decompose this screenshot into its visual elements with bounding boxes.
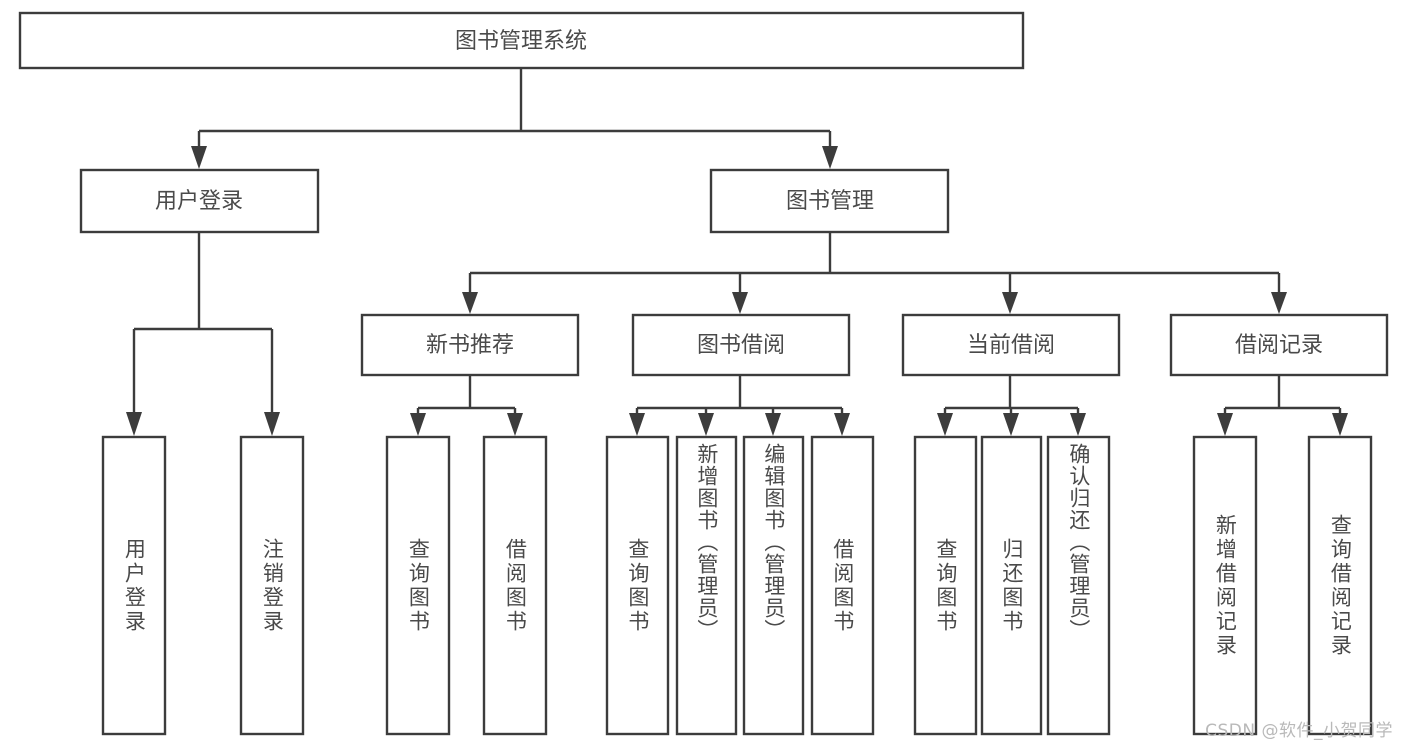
- arrow-head-cb-leaf2: [1003, 413, 1019, 436]
- node-borrow-record-label: 借阅记录: [1235, 333, 1323, 358]
- node-user-login[interactable]: 用户登录: [79, 168, 320, 234]
- connector-group-current-borrow: [937, 375, 1086, 436]
- arrow-head-cb-leaf3: [1070, 413, 1086, 436]
- leaf-box-cb-confirm-return[interactable]: [1046, 435, 1111, 736]
- arrow-head-cb-leaf1: [937, 413, 953, 436]
- leaf-box-bb-add-book[interactable]: [675, 435, 738, 736]
- node-borrow-record-box[interactable]: [1169, 313, 1389, 377]
- arrow-head-user-login: [191, 146, 207, 169]
- arrow-head-br-leaf2: [1332, 413, 1348, 436]
- arrow-head-nb-leaf1: [410, 413, 426, 436]
- connector-group-book-manage: [462, 232, 1287, 314]
- leaf-box-nb-query-book[interactable]: [385, 435, 451, 736]
- leaf-box-user-login[interactable]: [101, 435, 167, 736]
- node-book-borrow[interactable]: 图书借阅: [631, 313, 851, 377]
- arrow-head-bb-leaf4: [834, 413, 850, 436]
- node-book-manage[interactable]: 图书管理: [709, 168, 950, 234]
- leaf-box-br-query-record[interactable]: [1307, 435, 1373, 736]
- arrow-head-new-book: [462, 292, 478, 314]
- leaf-box-br-add-record[interactable]: [1192, 435, 1258, 736]
- node-book-borrow-label: 图书借阅: [697, 333, 785, 358]
- arrow-head-current-borrow: [1002, 292, 1018, 314]
- leaf-box-cb-return-book[interactable]: [980, 435, 1043, 736]
- arrow-head-bb-leaf3: [765, 413, 781, 436]
- arrow-head-book-manage: [822, 146, 838, 169]
- node-current-borrow-box[interactable]: [901, 313, 1121, 377]
- leaf-box-logout[interactable]: [239, 435, 305, 736]
- arrow-head-leaf-user-login: [126, 412, 142, 436]
- node-new-book-recommend[interactable]: 新书推荐: [360, 313, 580, 377]
- arrow-head-leaf-logout: [264, 412, 280, 436]
- node-root-system-label: 图书管理系统: [455, 29, 587, 54]
- arrow-head-bb-leaf1: [629, 413, 645, 436]
- node-current-borrow-label: 当前借阅: [967, 333, 1055, 358]
- arrow-head-nb-leaf2: [507, 413, 523, 436]
- leaf-box-bb-borrow-book[interactable]: [810, 435, 875, 736]
- connector-group-book-borrow: [629, 375, 850, 436]
- node-book-manage-box[interactable]: [709, 168, 950, 234]
- arrow-head-bb-leaf2: [698, 413, 714, 436]
- node-new-book-recommend-box[interactable]: [360, 313, 580, 377]
- arrow-head-br-leaf1: [1217, 413, 1233, 436]
- leaf-box-bb-edit-book[interactable]: [742, 435, 805, 736]
- node-root-system-box[interactable]: [18, 11, 1025, 70]
- leaf-box-bb-query-book[interactable]: [605, 435, 670, 736]
- node-book-borrow-box[interactable]: [631, 313, 851, 377]
- node-user-login-label: 用户登录: [155, 189, 243, 214]
- node-book-manage-label: 图书管理: [786, 189, 874, 214]
- leaf-box-nb-borrow-book[interactable]: [482, 435, 548, 736]
- connector-group-new-book: [410, 375, 523, 436]
- node-new-book-recommend-label: 新书推荐: [426, 333, 514, 358]
- arrow-head-borrow-record: [1271, 292, 1287, 314]
- node-user-login-box[interactable]: [79, 168, 320, 234]
- leaf-box-cb-query-book[interactable]: [913, 435, 978, 736]
- connector-group-borrow-record: [1217, 375, 1348, 436]
- node-root-system[interactable]: 图书管理系统: [18, 11, 1025, 70]
- node-current-borrow[interactable]: 当前借阅: [901, 313, 1121, 377]
- connector-group-root: [191, 68, 838, 169]
- node-borrow-record[interactable]: 借阅记录: [1169, 313, 1389, 377]
- arrow-head-book-borrow: [732, 292, 748, 314]
- connector-group-user-login: [126, 232, 280, 436]
